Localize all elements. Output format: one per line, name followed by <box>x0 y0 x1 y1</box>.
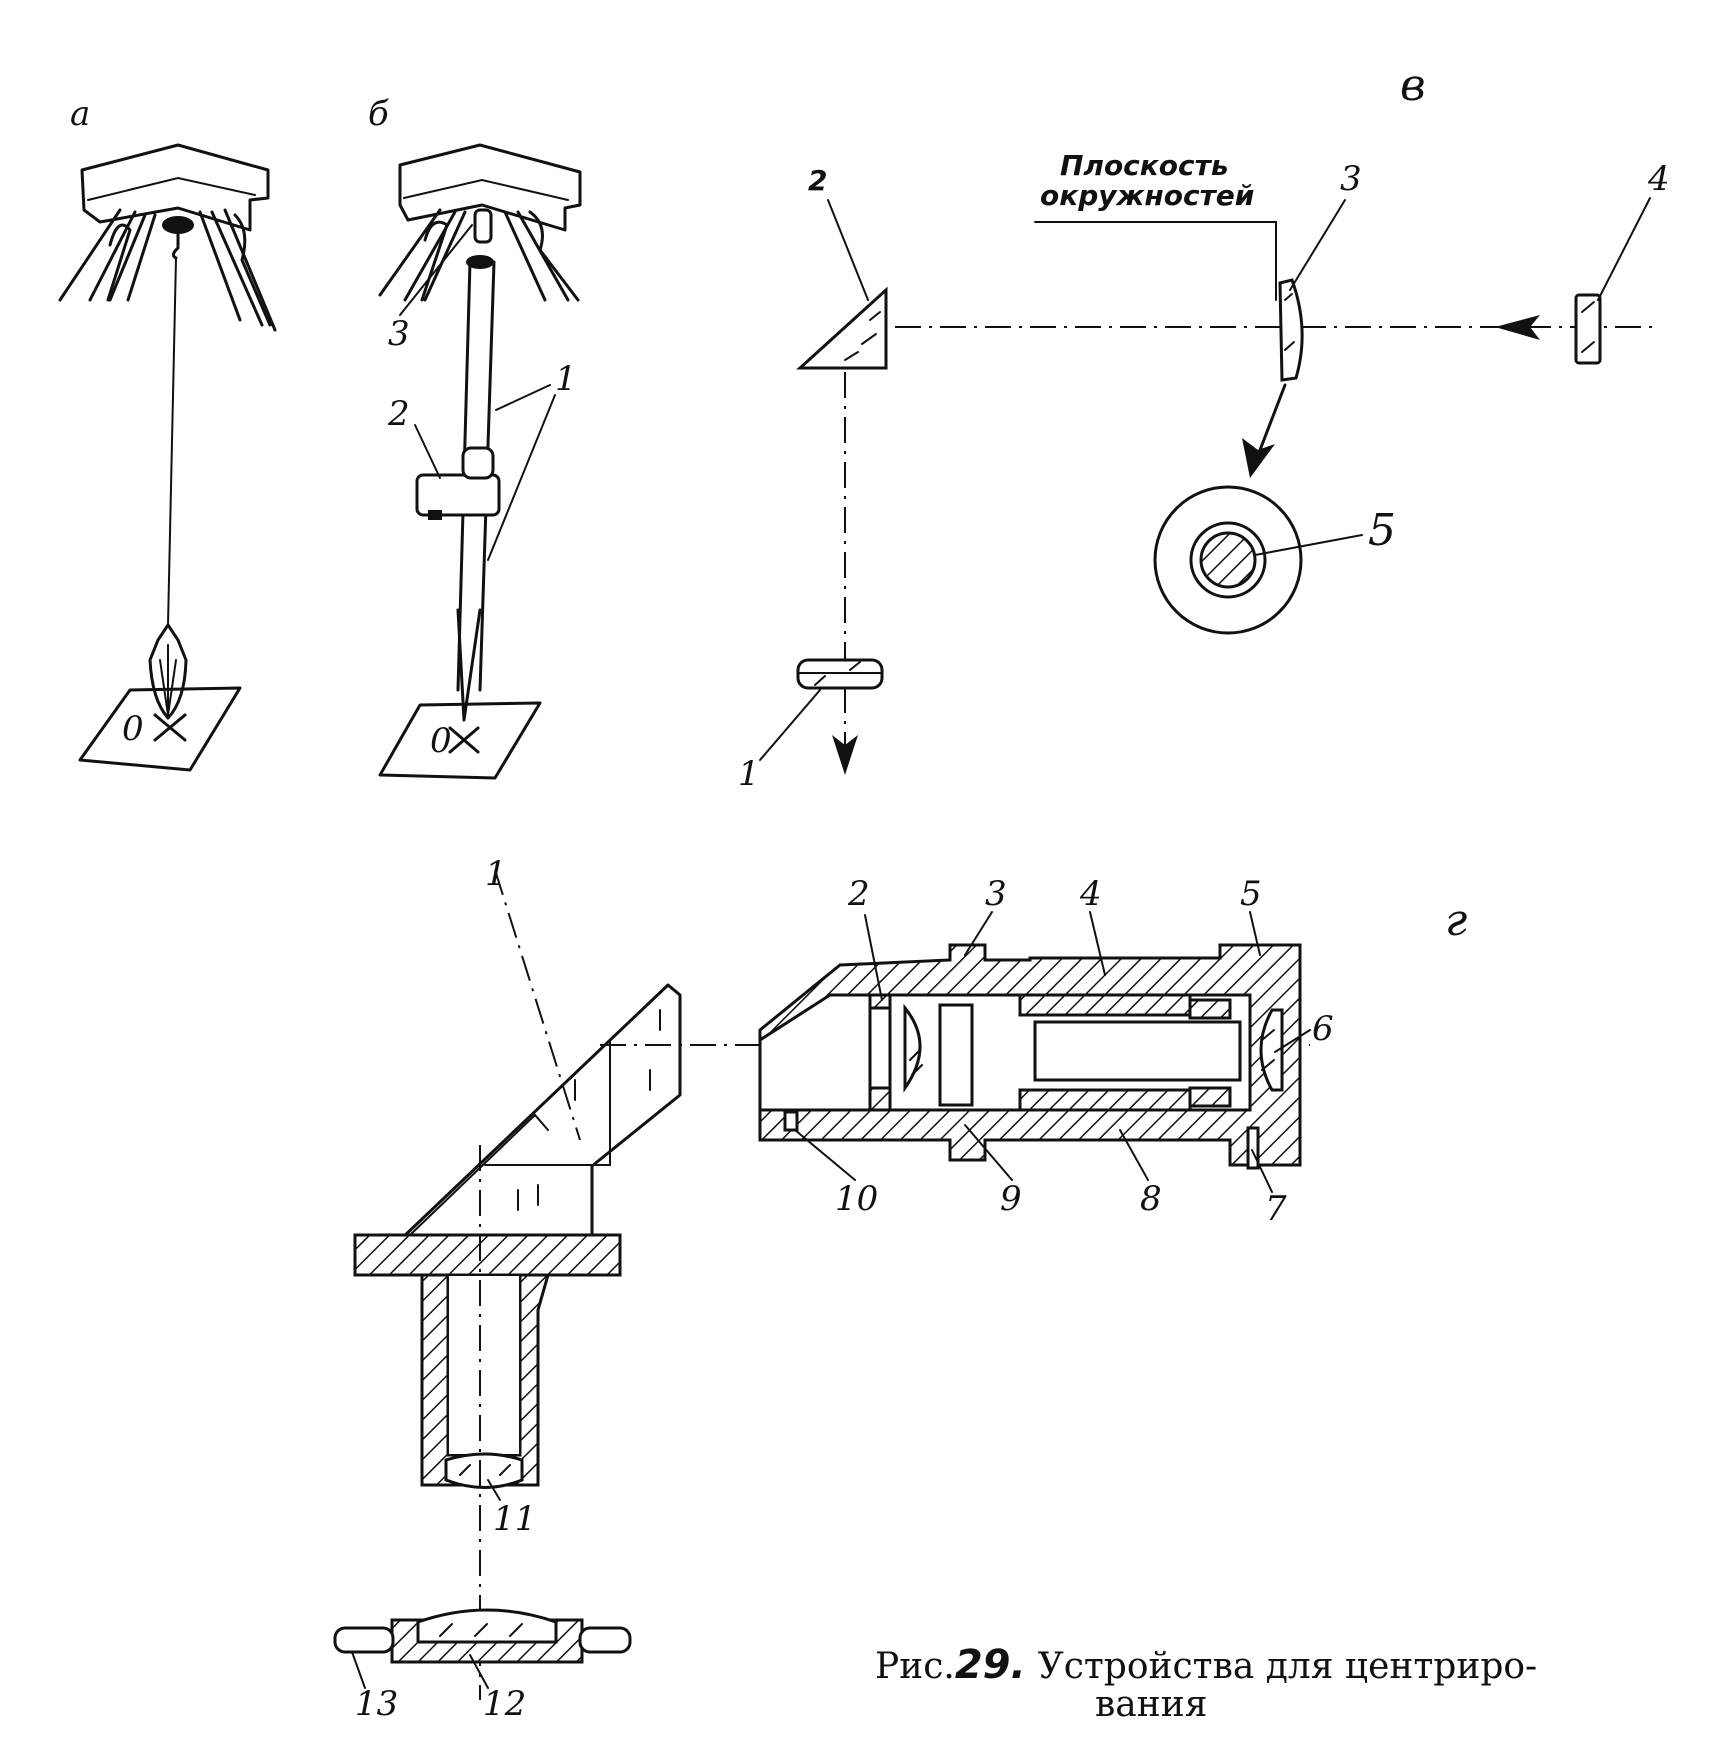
callout-v-4: 4 <box>1647 159 1670 199</box>
hook-a <box>162 216 194 234</box>
reticle-2 <box>868 1006 892 1090</box>
ground-sheet-a <box>78 686 242 772</box>
screw-10 <box>783 1110 799 1132</box>
light-arrow-out <box>832 735 858 775</box>
lens-3 <box>1278 278 1304 382</box>
eyepiece-lens-6 <box>1259 1008 1284 1092</box>
plane-of-circles-leader <box>1034 221 1277 301</box>
element-4 <box>1574 293 1602 365</box>
view-center-mark <box>1199 531 1257 589</box>
caption-prefix: Рис. <box>875 1646 955 1687</box>
callout-v-1: 1 <box>738 754 760 794</box>
plane-label-line2: окружностей <box>1040 179 1254 212</box>
ground-sheet-b <box>378 701 542 780</box>
ground-point-label-a: 0 <box>122 709 144 749</box>
plumb-bob <box>148 623 188 720</box>
callout-g-13: 13 <box>355 1684 398 1724</box>
callout-g-9: 9 <box>1000 1179 1022 1219</box>
focusing-ring-3 <box>938 1003 974 1107</box>
figure-caption: Рис.29. Устройства для центриро- вания <box>875 1642 1537 1725</box>
clip-3 <box>473 208 493 244</box>
callout-v-2: 2 <box>808 164 827 197</box>
tripod-legs-a <box>58 208 277 332</box>
panel-b-label: б <box>368 94 389 134</box>
callout-g-1: 1 <box>485 854 507 894</box>
caption-number: 29. <box>955 1642 1026 1688</box>
callout-g-3: 3 <box>985 874 1007 914</box>
callout-b-1: 1 <box>555 359 577 399</box>
panel-g-optical-plummet-section: г <box>333 854 1467 1724</box>
tripod-legs-b <box>378 208 580 302</box>
ground-mark-b <box>448 726 480 754</box>
level-2 <box>415 473 501 517</box>
callout-g-2: 2 <box>847 874 870 914</box>
knob-13-right <box>578 1626 632 1654</box>
objective-lens-11 <box>444 1452 524 1489</box>
ground-point-label-b: 0 <box>430 721 452 761</box>
callout-b-2: 2 <box>387 394 410 434</box>
callout-g-12: 12 <box>483 1684 526 1724</box>
plumb-string <box>167 257 177 626</box>
callout-v-5: 5 <box>1368 505 1396 556</box>
svg-text:Рис.29.Устройства для центриро: Рис.29. Устройства для центриро- <box>875 1642 1537 1688</box>
prism-1 <box>398 983 682 1242</box>
tripod-head-b <box>398 143 582 232</box>
callout-g-6: 6 <box>1312 1009 1334 1049</box>
caption-text-line1: Устройства для центриро- <box>1038 1646 1538 1687</box>
panel-a-label: а <box>70 94 90 134</box>
mounting-flange <box>353 1233 622 1277</box>
knob-13-left <box>333 1626 395 1654</box>
panel-b-centering-rod: б 0 3 2 1 <box>368 94 582 780</box>
view-field-5 <box>1153 485 1303 635</box>
panel-v-optical-scheme: в Плоскость окружностей 2 <box>738 60 1670 794</box>
panel-v-label: в <box>1400 60 1426 111</box>
panel-a-plumb-bob: а 0 <box>58 94 277 772</box>
callout-g-11: 11 <box>493 1499 536 1539</box>
callout-g-4: 4 <box>1079 874 1102 914</box>
callout-b-3: 3 <box>388 314 410 354</box>
panel-g-label: г <box>1445 895 1467 946</box>
inner-tube-4 <box>1033 1020 1242 1082</box>
ground-mark-a <box>153 713 187 742</box>
callout-g-8: 8 <box>1140 1179 1162 1219</box>
callout-g-7: 7 <box>1265 1189 1287 1229</box>
light-arrow-in <box>1495 315 1540 340</box>
plane-label-line1: Плоскость <box>1060 149 1229 182</box>
tripod-head-a <box>80 143 270 232</box>
callout-g-10: 10 <box>835 1179 878 1219</box>
screw-7 <box>1246 1126 1260 1170</box>
prism-2 <box>796 286 888 370</box>
caption-text-line2: вания <box>1095 1684 1207 1725</box>
callout-g-5: 5 <box>1240 874 1262 914</box>
optical-axis-g-diagonal <box>494 869 581 1141</box>
callout-v-3: 3 <box>1340 159 1362 199</box>
